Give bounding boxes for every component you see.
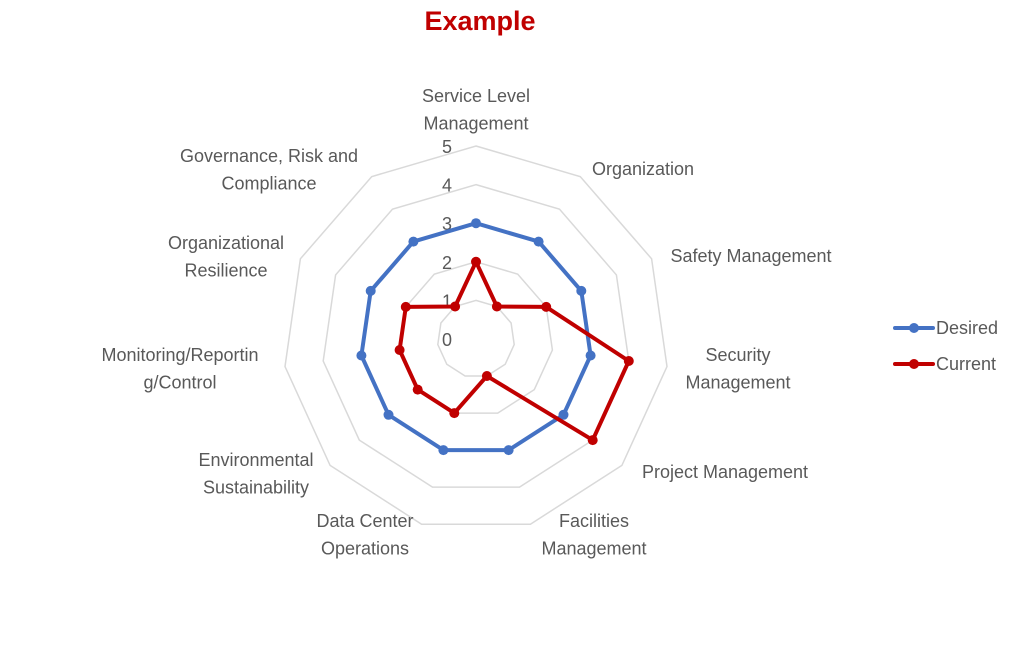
current-line-marker-icon	[893, 358, 935, 370]
data-point[interactable]	[394, 345, 405, 355]
tick-label-5: 5	[442, 137, 452, 157]
radial-tick-labels: 0 1 2 3 4 5	[442, 137, 452, 350]
data-point[interactable]	[471, 218, 481, 229]
data-point[interactable]	[356, 350, 367, 361]
data-point[interactable]	[587, 435, 598, 446]
data-series	[356, 218, 634, 456]
data-point[interactable]	[449, 408, 460, 419]
data-point[interactable]	[491, 301, 502, 312]
series-line-desired	[359, 221, 593, 453]
legend-label-current: Current	[936, 353, 997, 374]
data-point[interactable]	[623, 356, 634, 366]
tick-label-2: 2	[442, 253, 452, 273]
tick-label-3: 3	[442, 214, 452, 234]
data-point[interactable]	[365, 285, 376, 296]
desired-line-marker-icon	[893, 322, 935, 334]
legend-item-desired[interactable]: Desired	[893, 310, 998, 346]
data-point[interactable]	[412, 384, 423, 395]
data-point[interactable]	[408, 236, 419, 247]
axis-label: Organization	[592, 159, 694, 179]
data-point[interactable]	[576, 285, 587, 296]
legend: Desired Current	[893, 310, 998, 382]
series-line-current	[397, 259, 631, 443]
legend-item-current[interactable]: Current	[893, 346, 998, 382]
chart-title: Example	[424, 6, 536, 36]
series-current	[394, 256, 634, 446]
tick-label-0: 0	[442, 330, 452, 350]
tick-label-1: 1	[442, 291, 452, 311]
data-point[interactable]	[400, 301, 411, 312]
data-point[interactable]	[503, 445, 514, 456]
data-point[interactable]	[383, 409, 394, 420]
data-point[interactable]	[541, 301, 552, 312]
tick-label-4: 4	[442, 176, 452, 196]
data-point[interactable]	[558, 409, 569, 420]
axis-label: Safety Management	[670, 246, 831, 266]
data-point[interactable]	[471, 256, 481, 267]
grid-ring-1	[437, 299, 515, 377]
series-desired	[356, 218, 596, 456]
grid-ring-2	[398, 261, 554, 414]
legend-label-desired: Desired	[936, 317, 999, 338]
data-point[interactable]	[481, 371, 492, 381]
grid-ring-4	[322, 183, 630, 488]
grid-ring-5	[284, 145, 668, 525]
axis-label: Project Management	[642, 462, 808, 482]
data-point[interactable]	[585, 350, 596, 361]
data-point[interactable]	[438, 445, 449, 456]
radar-grid	[284, 145, 668, 525]
data-point[interactable]	[450, 301, 461, 312]
data-point[interactable]	[533, 236, 544, 247]
